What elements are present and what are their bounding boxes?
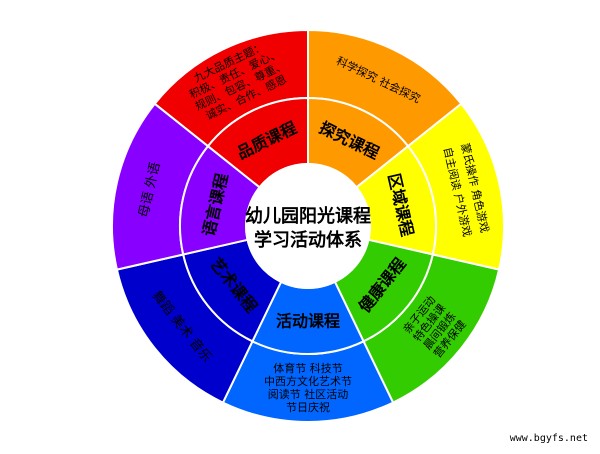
sector-area: 区域课程蒙氏操作 角色游戏自主阅读 户外游戏 [355, 102, 505, 271]
outer-label-activity-3: 节日庆祝 [286, 400, 330, 414]
outer-label-activity-2: 阅读节 社区活动 [268, 387, 349, 401]
wheel-sectors: 品质课程九大品质主题：积极、责任、爱心、规则、包容、尊重、诚实、合作、感恩探究课… [111, 28, 505, 423]
watermark: www.bgyfs.net [509, 433, 588, 444]
course-label-activity: 活动课程 [276, 312, 340, 331]
outer-label-activity-0: 体育节 科技节 [273, 361, 343, 375]
center-title-line2: 学习活动体系 [254, 229, 362, 251]
center-title-line1: 幼儿园阳光课程 [245, 205, 371, 227]
center-hub [245, 163, 371, 289]
outer-label-activity-1: 中西方文化艺术节 [264, 374, 352, 388]
